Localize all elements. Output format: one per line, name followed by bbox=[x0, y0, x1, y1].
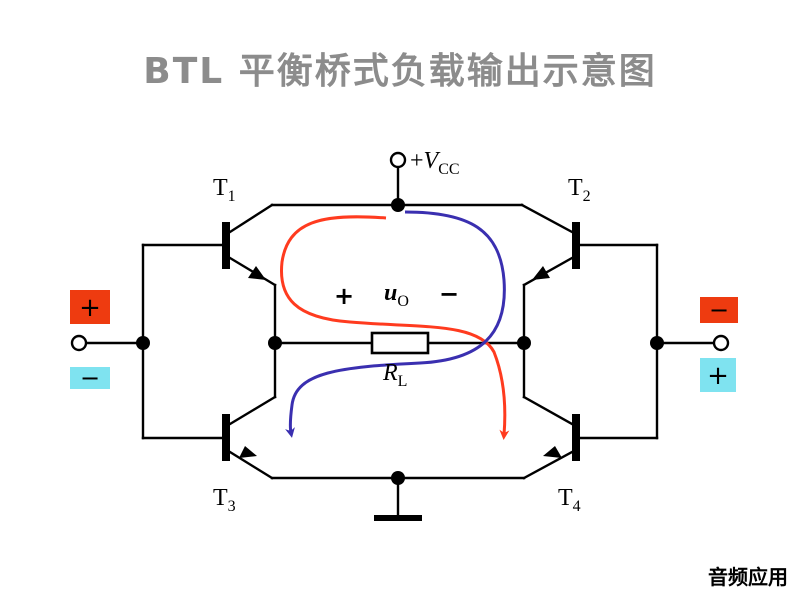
source-watermark: 音频应用 bbox=[708, 565, 788, 589]
transistor-t1-base bbox=[222, 222, 230, 269]
transistor-t3-base bbox=[222, 414, 230, 461]
output-voltage-label: uO bbox=[384, 280, 409, 310]
left-input-plus-badge bbox=[70, 290, 110, 324]
transistor-t1-label: T1 bbox=[213, 175, 236, 205]
left-input-top-sign: + bbox=[79, 293, 101, 323]
left-input-terminal bbox=[70, 334, 88, 352]
transistor-t2-label: T2 bbox=[568, 175, 591, 205]
transistor-t1-emitter-arrow bbox=[248, 266, 266, 280]
diagram-title: BTL 平衡桥式负载输出示意图 bbox=[143, 51, 657, 92]
right-input-top-sign: − bbox=[709, 296, 729, 324]
output-voltage-plus: + bbox=[334, 282, 354, 310]
transistor-t4-label: T4 bbox=[558, 485, 581, 515]
transistor-t3-emitter-arrow bbox=[239, 446, 257, 458]
transistor-t2-base bbox=[572, 222, 580, 269]
ground-symbol bbox=[374, 515, 422, 521]
load-resistor-label: RL bbox=[382, 360, 407, 390]
current-path-blue bbox=[285, 210, 506, 438]
vcc-terminal bbox=[389, 151, 407, 169]
left-input-minus-badge bbox=[70, 367, 110, 389]
load-resistor bbox=[370, 331, 430, 355]
right-input-bottom-sign: + bbox=[707, 361, 729, 391]
transistor-t2-emitter-arrow bbox=[532, 266, 550, 280]
junction-dots bbox=[136, 198, 664, 485]
current-path-red bbox=[279, 215, 510, 440]
transistor-t4-emitter-arrow bbox=[543, 446, 562, 458]
right-input-terminal bbox=[712, 334, 730, 352]
output-voltage-minus: − bbox=[439, 280, 459, 308]
left-input-bottom-sign: − bbox=[80, 364, 100, 392]
right-input-plus-badge bbox=[700, 358, 736, 392]
transistor-t4-base bbox=[572, 414, 580, 461]
transistor-t3-label: T3 bbox=[213, 485, 236, 515]
vcc-label: +VCC bbox=[410, 148, 460, 178]
right-input-minus-badge bbox=[700, 297, 738, 323]
